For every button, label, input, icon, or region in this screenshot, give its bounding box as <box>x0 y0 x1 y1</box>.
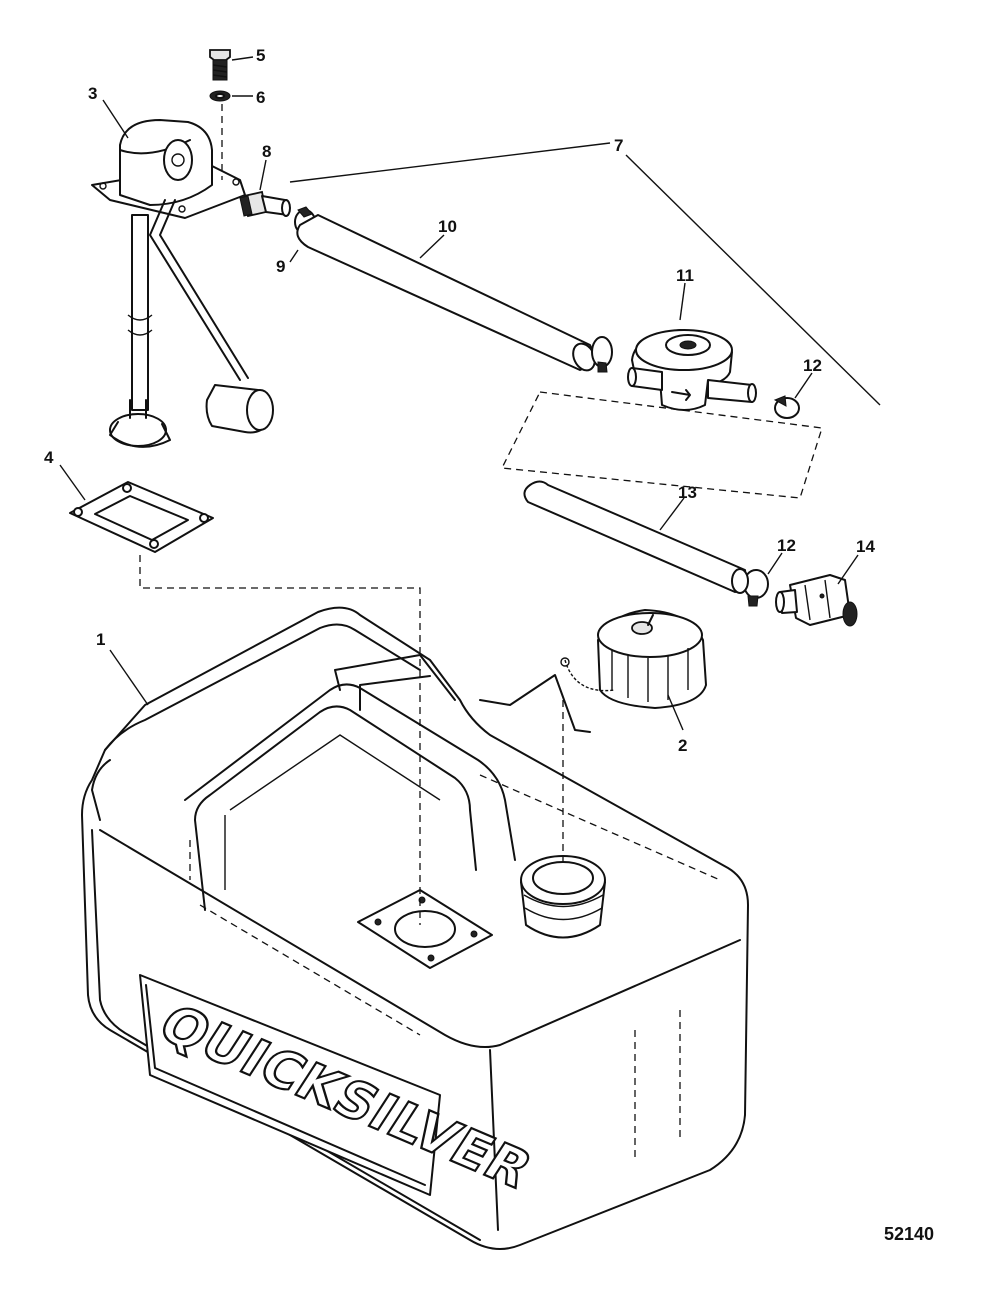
callout-5: 5 <box>256 46 265 65</box>
callout-9: 9 <box>276 257 285 276</box>
assembly-guide-lines <box>139 104 823 925</box>
callout-4: 4 <box>44 448 54 467</box>
callout-8: 8 <box>262 142 271 161</box>
callout-6: 6 <box>256 88 265 107</box>
callout-1: 1 <box>96 630 105 649</box>
callout-13: 13 <box>678 483 697 502</box>
gasket-part-4 <box>69 481 214 553</box>
callout-12-lower: 12 <box>777 536 796 555</box>
callout-7: 7 <box>614 136 623 155</box>
figure-number: 52140 <box>884 1224 934 1244</box>
connector-part-14 <box>775 574 858 627</box>
clamp-part-12-upper <box>773 395 800 419</box>
clamp-part-hose-end <box>591 336 613 373</box>
filler-cap <box>479 609 707 733</box>
fitting-part <box>239 190 291 218</box>
callout-11: 11 <box>676 266 694 285</box>
callout-14: 14 <box>856 537 875 556</box>
valve-part-11 <box>627 329 757 411</box>
callout-3: 3 <box>88 84 97 103</box>
fuel-sender-assembly <box>91 119 274 448</box>
fuel-tank-body: QUICKSILVER <box>81 606 749 1250</box>
callout-2: 2 <box>678 736 687 755</box>
hose-part-13 <box>523 480 747 593</box>
leader-lines <box>59 56 881 731</box>
callout-12-upper: 12 <box>803 356 822 375</box>
callout-10: 10 <box>438 217 457 236</box>
screw-part <box>209 49 231 81</box>
hose-part-10 <box>296 214 594 371</box>
